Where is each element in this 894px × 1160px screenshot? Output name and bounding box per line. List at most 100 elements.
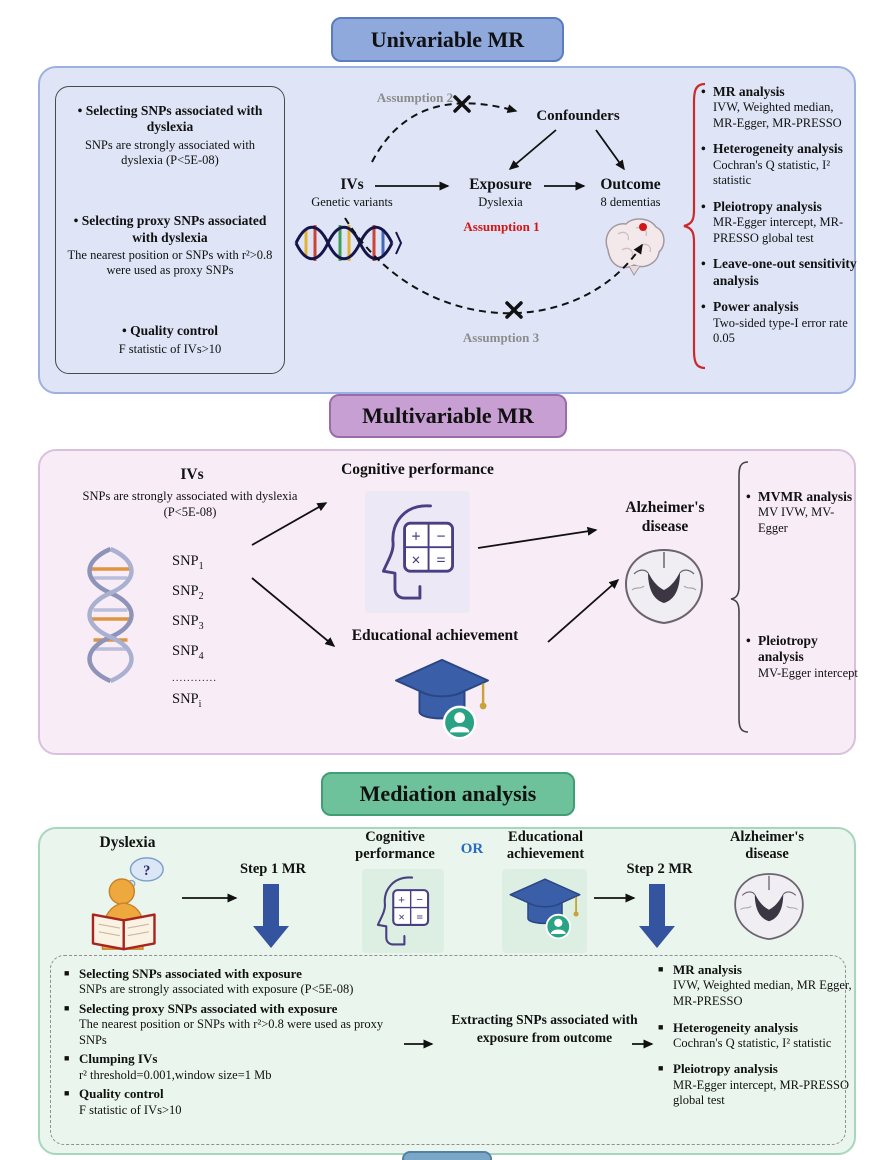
- item-heading: Leave-one-out sensitivity analysis: [700, 256, 860, 289]
- ivs-node: IVs: [340, 176, 364, 193]
- item-body: IVW, Weighted median, MR Egger, MR-PRESS…: [673, 978, 852, 1008]
- educational-icon: [502, 869, 587, 953]
- item-body: SNPs are strongly associated with dyslex…: [84, 137, 256, 168]
- assumption3-label: Assumption 3: [462, 330, 540, 345]
- snp-label: SNP: [172, 690, 199, 707]
- snp-sub: 3: [198, 620, 204, 632]
- mediation-panel: Dyslexia ? Step 1 MR Cognitive performan…: [38, 827, 856, 1155]
- cognitive-label: Cognitive performance: [341, 461, 494, 478]
- exposure-subtitle: Dyslexia: [478, 195, 523, 209]
- snp-selection-box: Selecting SNPs associated with dyslexia …: [55, 86, 285, 374]
- times-glyph: ×: [411, 550, 420, 569]
- snp-item: SNP2: [172, 579, 252, 609]
- item-body: The nearest position or SNPs with r²>0.8…: [67, 248, 273, 278]
- snp-label: SNP: [172, 642, 199, 659]
- step1-label: Step 1 MR: [239, 861, 307, 877]
- item-body: Cochran's Q statistic, I² statistic: [673, 1035, 832, 1050]
- plus-glyph: +: [411, 526, 420, 545]
- assumption2-label: Assumption 2: [376, 90, 454, 105]
- dyslexia-label: Dyslexia: [99, 834, 156, 851]
- univariable-panel: Selecting SNPs associated with dyslexia …: [38, 66, 857, 394]
- list-item: MR analysis IVW, Weighted median, MR-Egg…: [700, 84, 860, 131]
- assumption1-label: Assumption 1: [463, 219, 540, 234]
- item-heading: MR analysis: [700, 84, 860, 101]
- item-heading: Pleiotropy analysis: [700, 199, 860, 216]
- equals-glyph: =: [436, 550, 445, 569]
- item-heading: Heterogeneity analysis: [658, 1020, 854, 1036]
- head-math-icon: + − × =: [376, 876, 430, 946]
- plus-glyph: +: [398, 892, 405, 906]
- item-body: MR-Egger intercept, MR-PRESSO global tes…: [673, 1077, 850, 1108]
- brain-icon: [605, 218, 665, 276]
- educational-label: Educational achievement: [506, 829, 585, 863]
- or-label: OR: [460, 841, 484, 857]
- extract-snps-label: Extracting SNPs associated with exposure…: [451, 1012, 638, 1046]
- times-glyph: ×: [398, 910, 405, 924]
- dyslexia-person-icon: ?: [91, 857, 164, 951]
- item-heading: Pleiotropy analysis: [745, 633, 860, 666]
- ivs-heading: IVs: [180, 466, 204, 483]
- item-heading: Selecting SNPs associated with dyslexia: [64, 103, 276, 136]
- equals-glyph: =: [416, 910, 423, 924]
- snp-sub: 1: [198, 560, 204, 572]
- item-body: The nearest position or SNPs with r²>0.8…: [79, 1017, 384, 1047]
- method-box: [50, 955, 846, 1145]
- outcome-subtitle: 8 dementias: [600, 195, 661, 209]
- list-item: Leave-one-out sensitivity analysis: [700, 256, 860, 289]
- snp-sub: 4: [198, 650, 204, 662]
- method-right-list: MR analysis IVW, Weighted median, MR Egg…: [658, 959, 854, 1109]
- exposure-node: Exposure: [469, 176, 532, 193]
- graduation-cap-icon: [395, 658, 489, 740]
- graduation-cap-icon: [508, 878, 581, 940]
- snp-label: SNP: [172, 553, 199, 569]
- snp-item: SNPi: [172, 687, 252, 717]
- mediation-header: Mediation analysis: [321, 772, 575, 816]
- alzheimer-label: Alzheimer's disease: [625, 499, 705, 535]
- item-heading: Selecting proxy SNPs associated with dys…: [64, 213, 276, 246]
- confounders-node: Confounders: [536, 108, 620, 124]
- ivs-description: SNPs are strongly associated with dyslex…: [82, 489, 298, 519]
- snp-item: SNP1: [172, 549, 252, 579]
- item-heading: MR analysis: [658, 962, 854, 978]
- item-body: MR-Egger intercept, MR-PRESSO global tes…: [713, 215, 844, 245]
- snp-item: SNP3: [172, 609, 252, 639]
- educational-label: Educational achievement: [351, 627, 519, 644]
- next-section-peek: [402, 1151, 492, 1160]
- snp-list: SNP1 SNP2 SNP3 SNP4 ............ SNPi: [172, 549, 252, 716]
- item-heading: Selecting SNPs associated with exposure: [64, 966, 409, 982]
- snp-ellipsis: ............: [172, 671, 217, 684]
- item-body: r² threshold=0.001,window size=1 Mb: [79, 1067, 272, 1082]
- list-item: Pleiotropy analysis MR-Egger intercept, …: [700, 199, 860, 246]
- minus-glyph: −: [436, 526, 445, 545]
- snp-sub: i: [198, 698, 202, 710]
- dna-vertical-icon: [87, 546, 134, 683]
- item-heading: Clumping IVs: [64, 1051, 409, 1067]
- ivs-subtitle: Genetic variants: [311, 195, 393, 209]
- item-heading: Pleiotropy analysis: [658, 1061, 854, 1077]
- minus-glyph: −: [416, 892, 423, 906]
- multivariable-title: Multivariable MR: [362, 403, 534, 428]
- item-body: Two-sided type-I error rate 0.05: [713, 315, 848, 346]
- step2-label: Step 2 MR: [626, 861, 693, 877]
- item-body: MV-Egger intercept: [758, 665, 858, 680]
- method-left-list: Selecting SNPs associated with exposure …: [64, 963, 409, 1118]
- list-item: Selecting SNPs associated with dyslexia …: [64, 103, 276, 168]
- item-heading: MVMR analysis: [745, 489, 860, 506]
- item-heading: Power analysis: [700, 299, 860, 316]
- multivariable-panel: IVs SNPs are strongly associated with dy…: [38, 449, 858, 755]
- snp-sub: 2: [198, 590, 204, 602]
- alzheimer-label: Alzheimer's disease: [729, 829, 805, 863]
- lesion-dot: [639, 223, 647, 231]
- head-math-icon: + − × =: [381, 504, 454, 600]
- snp-label: SNP: [172, 582, 199, 599]
- multivariable-header: Multivariable MR: [329, 394, 567, 438]
- cognitive-icon: + − × =: [365, 491, 470, 613]
- snp-item: SNP4: [172, 639, 252, 669]
- item-body: F statistic of IVs>10: [118, 341, 222, 356]
- univariable-header: Univariable MR: [331, 17, 564, 62]
- item-body: Cochran's Q statistic, I² statistic: [713, 157, 831, 188]
- item-heading: Quality control: [64, 1086, 409, 1102]
- cognitive-label: Cognitive performance: [355, 829, 435, 863]
- list-item: Power analysis Two-sided type-I error ra…: [700, 299, 860, 346]
